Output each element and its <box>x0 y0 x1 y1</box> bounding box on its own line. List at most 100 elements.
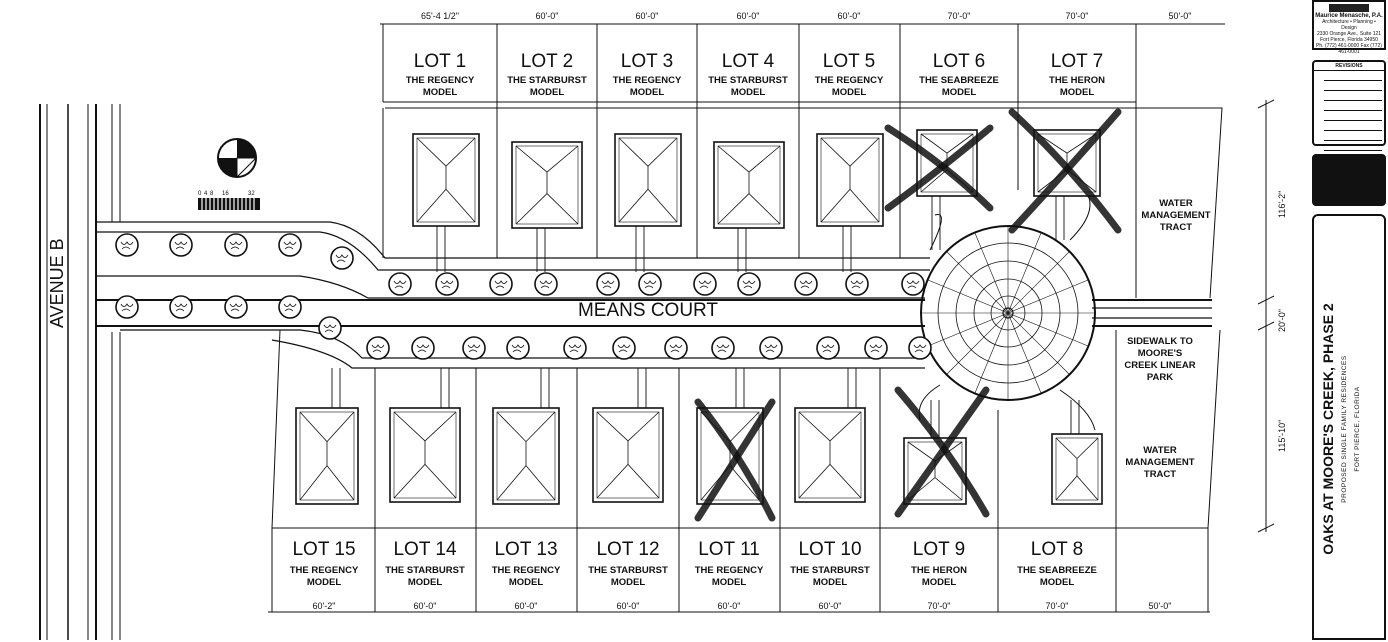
south-tract-line-1: WATER <box>1143 445 1177 456</box>
firm-address-3: Ph. (772) 461-0000 Fax (772) 461-0001 <box>1316 43 1382 55</box>
house-eave <box>496 411 556 501</box>
cross-stroke <box>1008 108 1122 234</box>
lot-model-suffix: MODEL <box>611 577 646 588</box>
tree-texture <box>335 254 349 263</box>
tree-canopy <box>411 336 435 360</box>
south-tract-width: 50'-0" <box>1149 601 1172 611</box>
firm-logo <box>1329 4 1369 12</box>
house-eave <box>515 145 579 225</box>
tree-icon <box>411 336 435 360</box>
tree-texture <box>440 280 454 289</box>
house-footprint <box>412 133 480 272</box>
scale-tick-4: 32 <box>248 191 255 197</box>
north-tract-label: WATER MANAGEMENT TRACT <box>1141 198 1210 233</box>
lot-model-suffix: MODEL <box>731 87 766 98</box>
house-eave <box>798 411 862 499</box>
tree-texture <box>371 344 385 353</box>
tree-canopy <box>330 246 354 270</box>
lot-number: LOT 11 <box>698 539 760 560</box>
avenue-b-road <box>39 104 121 640</box>
tree-texture <box>120 241 134 250</box>
tree-canopy <box>816 336 840 360</box>
cross-out-mark <box>894 386 990 518</box>
tree-canopy <box>169 233 193 257</box>
tree-texture <box>698 280 712 289</box>
roof-lines <box>416 137 476 223</box>
site-plan-drawing: AVENUE B MEANS COURT <box>39 11 1287 640</box>
lot-number: LOT 13 <box>494 539 557 560</box>
scale-tick-3: 16 <box>222 191 229 197</box>
tree-icon <box>711 336 735 360</box>
tree-icon <box>534 272 558 296</box>
house-eave <box>618 137 678 223</box>
tree-texture <box>850 280 864 289</box>
tree-icon <box>435 272 459 296</box>
firm-name: Maurice Menasche, P.A. <box>1315 13 1383 19</box>
lot-model-name: THE REGENCY <box>613 75 682 86</box>
lot-width-dim: 60'-2" <box>313 601 336 611</box>
north-block-lines <box>380 23 1225 299</box>
lot-number: LOT 12 <box>596 539 659 560</box>
tree-texture <box>643 280 657 289</box>
lot-model-name: THE REGENCY <box>290 565 359 576</box>
tree-canopy <box>638 272 662 296</box>
tree-canopy <box>901 272 925 296</box>
lot-model-name: THE REGENCY <box>815 75 884 86</box>
north-arrow-icon <box>217 138 258 179</box>
lot-model-suffix: MODEL <box>1060 87 1095 98</box>
depth-dimension-lines <box>1257 99 1275 533</box>
tree-canopy <box>366 336 390 360</box>
lot-number: LOT 4 <box>722 51 775 72</box>
lot-model-suffix: MODEL <box>942 87 977 98</box>
north-tract-line-1: WATER <box>1159 198 1193 209</box>
lot-number: LOT 1 <box>414 51 466 72</box>
sidewalk-line-3: CREEK LINEAR <box>1124 360 1195 371</box>
north-tract-line-3: TRACT <box>1160 222 1192 233</box>
revision-row <box>1324 131 1382 141</box>
lot-model-name: THE HERON <box>911 565 967 576</box>
scale-tick-1: 4 <box>204 191 208 197</box>
cul-de-sac <box>918 189 1096 431</box>
roof-lines <box>515 145 579 225</box>
revisions-title: REVISIONS <box>1314 62 1384 71</box>
house-outline <box>696 407 764 505</box>
tree-canopy <box>759 336 783 360</box>
project-location: FORT PIERCE, FLORIDA <box>1354 386 1361 472</box>
lot-width-dim: 60'-0" <box>636 11 659 21</box>
firm-title-block: Maurice Menasche, P.A. Architecture • Pl… <box>1312 0 1386 55</box>
house-footprint <box>614 133 682 272</box>
lot-model-name: THE REGENCY <box>492 565 561 576</box>
tree-icon <box>693 272 717 296</box>
house-eave <box>393 411 457 499</box>
scale-bar: 0 4 8 16 32 <box>198 191 260 210</box>
tree-canopy <box>388 272 412 296</box>
roof-lines <box>1055 437 1099 501</box>
tree-texture <box>467 344 481 353</box>
tree-canopy <box>224 295 248 319</box>
house-eave <box>920 133 974 193</box>
tree-icon <box>169 233 193 257</box>
lot-number: LOT 2 <box>521 51 573 72</box>
lot-width-dim: 60'-0" <box>617 601 640 611</box>
firm-address-1: 2330 Orange Ave., Suite 121 <box>1316 31 1382 37</box>
street-name: MEANS COURT <box>578 300 718 321</box>
tree-texture <box>283 241 297 250</box>
tree-canopy <box>534 272 558 296</box>
lot-width-dim: 70'-0" <box>928 601 951 611</box>
lot-number: LOT 7 <box>1051 51 1103 72</box>
lot-model-name: THE STARBURST <box>790 565 870 576</box>
north-tract-line-2: MANAGEMENT <box>1141 210 1210 221</box>
tree-icon <box>596 272 620 296</box>
tree-texture <box>669 344 683 353</box>
means-court-road <box>96 221 1212 369</box>
lot-number: LOT 14 <box>393 539 456 560</box>
sidewalk-line-1: SIDEWALK TO <box>1127 336 1193 347</box>
tree-icon <box>366 336 390 360</box>
lot-model-suffix: MODEL <box>832 87 867 98</box>
